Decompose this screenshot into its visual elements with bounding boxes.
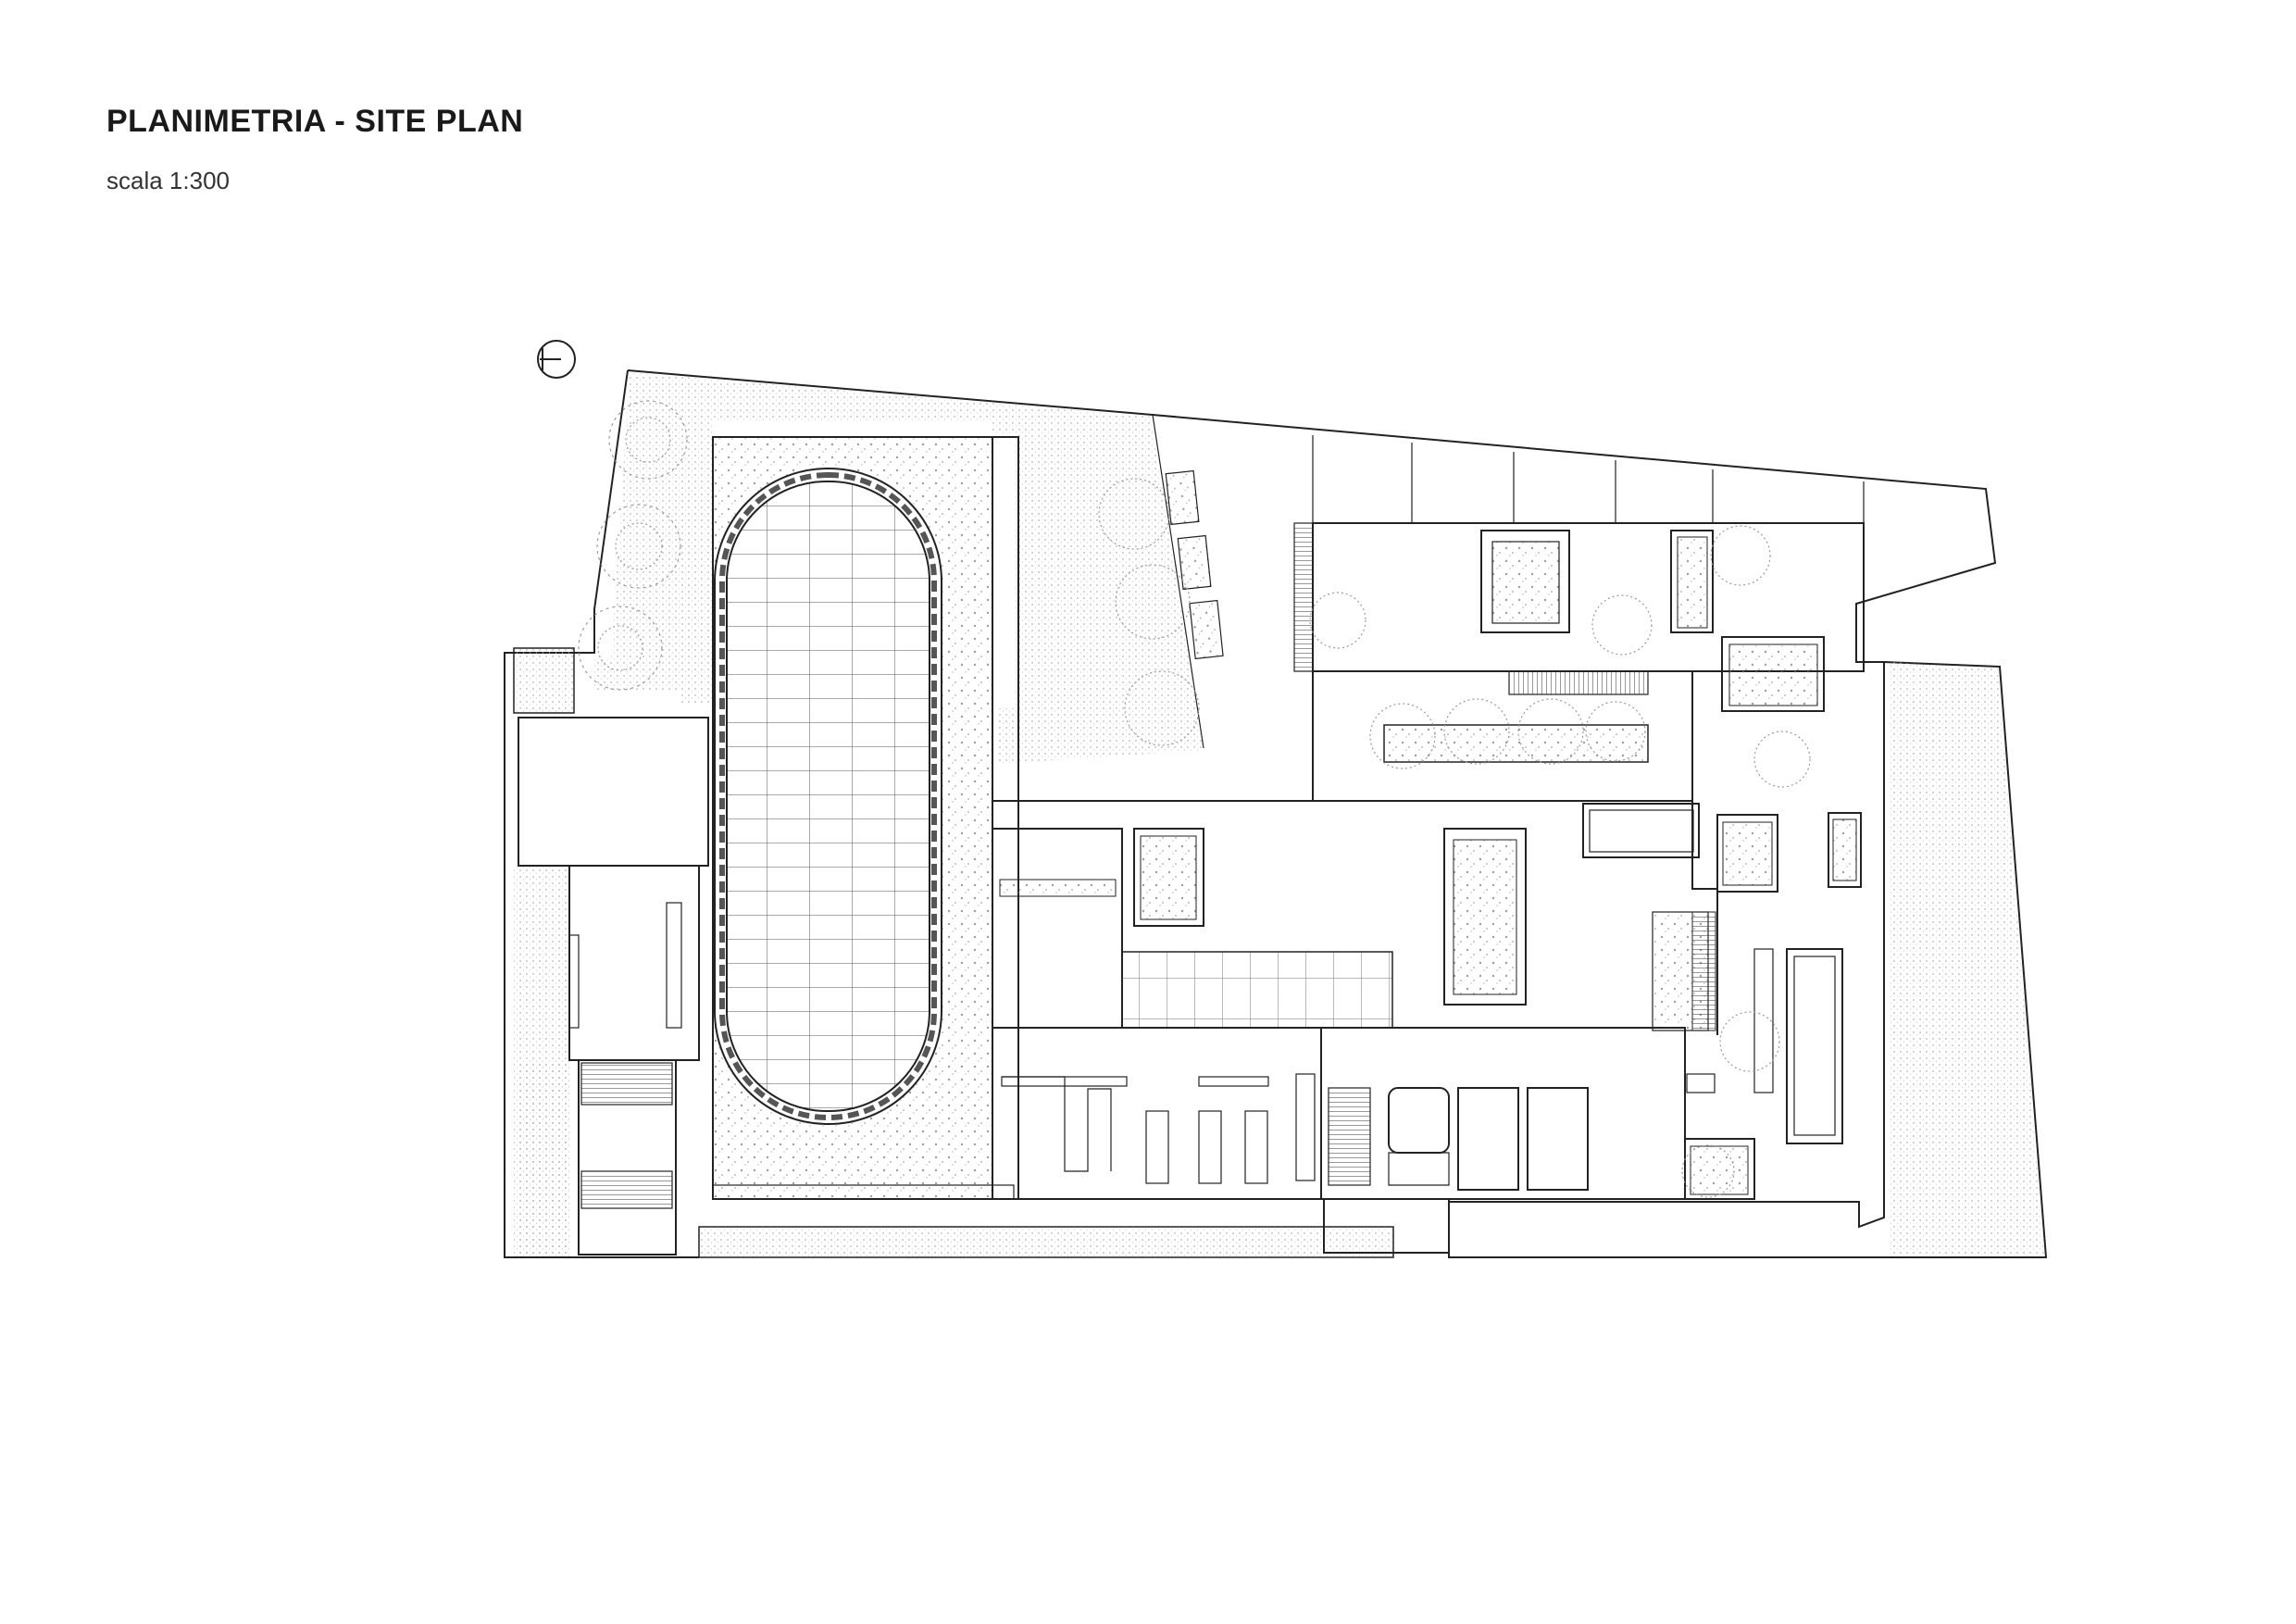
tree-icon — [1719, 1011, 1780, 1072]
central-buildings — [992, 522, 1865, 1200]
tree-icon — [1591, 594, 1653, 656]
tree-icon — [1517, 698, 1584, 765]
landscape-hatch — [513, 372, 2044, 1258]
sheet-title: PLANIMETRIA - SITE PLAN — [106, 104, 524, 139]
north-structures — [1165, 435, 1865, 660]
tree-icon — [1124, 670, 1200, 746]
tree-icon — [1115, 564, 1191, 640]
tree-icon — [1098, 478, 1170, 550]
tree-icon — [1369, 703, 1436, 769]
tree-icon — [1681, 1144, 1735, 1198]
trees — [578, 400, 1811, 1198]
tree-icon — [1710, 525, 1771, 586]
tree-icon — [596, 504, 681, 589]
tree-icon — [1309, 592, 1366, 649]
tree-icon — [1443, 698, 1510, 765]
tree-icon — [608, 400, 688, 480]
oval-courtyard — [714, 468, 942, 1125]
west-annex — [518, 717, 709, 1255]
scale-label: scala 1:300 — [106, 167, 230, 194]
tree-icon — [578, 606, 663, 691]
south-buildings — [992, 1027, 1686, 1254]
tree-icon — [1585, 701, 1646, 762]
tree-icon — [1753, 731, 1811, 788]
north-arrow-icon — [537, 340, 576, 379]
